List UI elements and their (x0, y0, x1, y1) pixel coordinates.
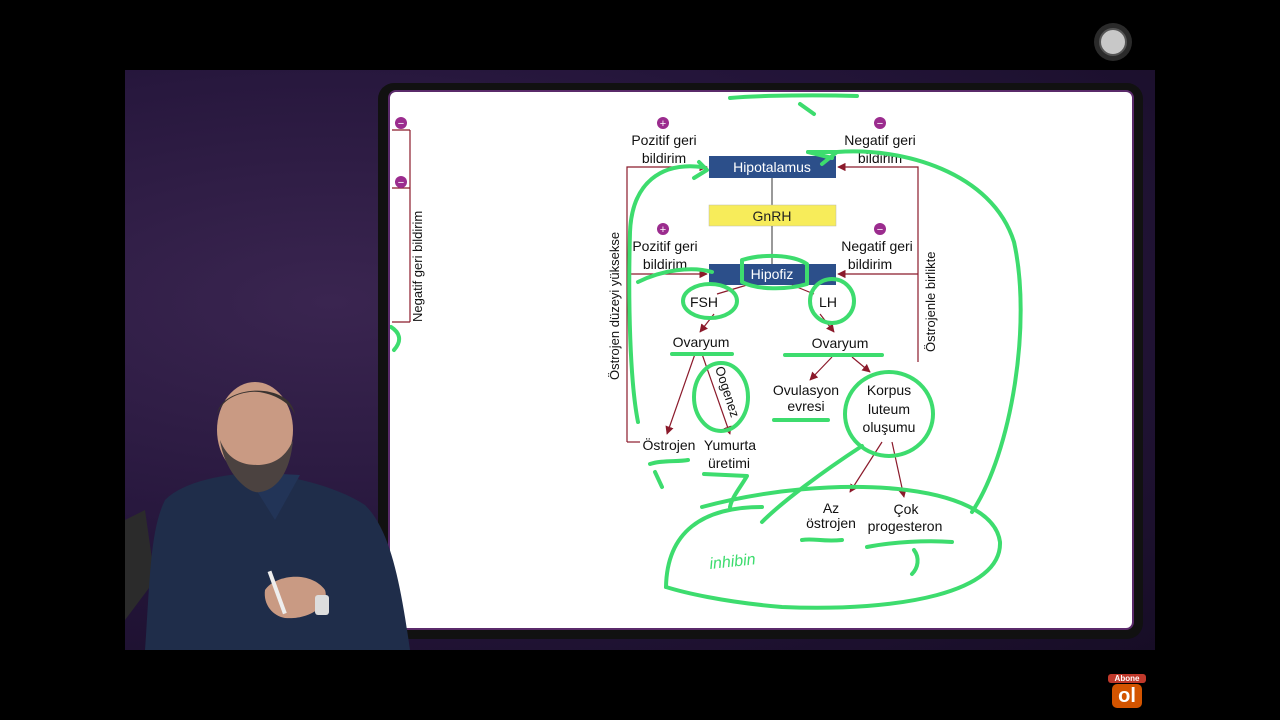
subscribe-logo[interactable]: Abone ol (1108, 674, 1146, 710)
yumurta-label-1: Yumurta (704, 437, 756, 453)
svg-text:+: + (660, 118, 666, 130)
svg-text:−: − (398, 177, 404, 189)
subscribe-logo-main: ol (1112, 684, 1142, 708)
top-negative-label-1: Negatif geri (844, 132, 916, 148)
left-panel-label: Negatif geri bildirim (410, 211, 425, 322)
svg-text:−: − (398, 118, 404, 130)
plus-sign-icon (657, 223, 669, 235)
left-edge-panel: − − Negatif geri bildirim (392, 117, 425, 323)
korpus-label-3: oluşumu (863, 419, 916, 435)
az-label-1: Az (823, 500, 839, 516)
handwritten-annotations (390, 93, 1023, 610)
presenter-video (125, 382, 410, 650)
mid-positive-label-1: Pozitif geri (632, 238, 697, 254)
korpus-label-2: luteum (868, 401, 910, 417)
ovaryum-left-label: Ovaryum (673, 334, 730, 350)
cok-label-2: progesteron (868, 518, 943, 534)
ovulasyon-label-2: evresi (787, 398, 824, 414)
korpus-label-1: Korpus (867, 382, 911, 398)
top-positive-label-1: Pozitif geri (631, 132, 696, 148)
mid-positive-label-2: bildirim (643, 256, 687, 272)
top-positive-label-2: bildirim (642, 150, 686, 166)
minus-sign-icon (395, 117, 407, 129)
minus-sign-icon (395, 176, 407, 188)
ovaryum-arrows (665, 353, 871, 435)
right-vertical-label: Östrojenle birlikte (923, 252, 938, 352)
diagram-slide: − − Negatif geri bildirim + Pozitif geri… (388, 90, 1134, 630)
subscribe-logo-top: Abone (1108, 674, 1146, 683)
gnrh-label: GnRH (753, 208, 792, 224)
ostrojen-label: Östrojen (643, 436, 696, 453)
handwritten-inhibin: inhibin (709, 551, 757, 573)
svg-text:+: + (660, 224, 666, 236)
ovaryum-right-label: Ovaryum (812, 335, 869, 351)
yumurta-label-2: üretimi (708, 455, 750, 471)
cok-label-1: Çok (894, 501, 920, 517)
svg-text:−: − (877, 118, 883, 130)
az-label-2: östrojen (806, 515, 856, 531)
mid-negative-label-1: Negatif geri (841, 238, 913, 254)
record-icon (1099, 28, 1127, 56)
svg-text:−: − (877, 224, 883, 236)
ovulasyon-label-1: Ovulasyon (773, 382, 839, 398)
lh-label: LH (819, 294, 837, 310)
minus-sign-icon (874, 117, 886, 129)
hipofiz-label: Hipofiz (751, 266, 794, 282)
hipotalamus-label: Hipotalamus (733, 159, 811, 175)
left-vertical-label: Östrojen düzeyi yüksekse (607, 232, 622, 380)
plus-sign-icon (657, 117, 669, 129)
minus-sign-icon (874, 223, 886, 235)
hipotalamus-box (709, 156, 836, 178)
fsh-label: FSH (690, 294, 718, 310)
mid-negative-label-2: bildirim (848, 256, 892, 272)
